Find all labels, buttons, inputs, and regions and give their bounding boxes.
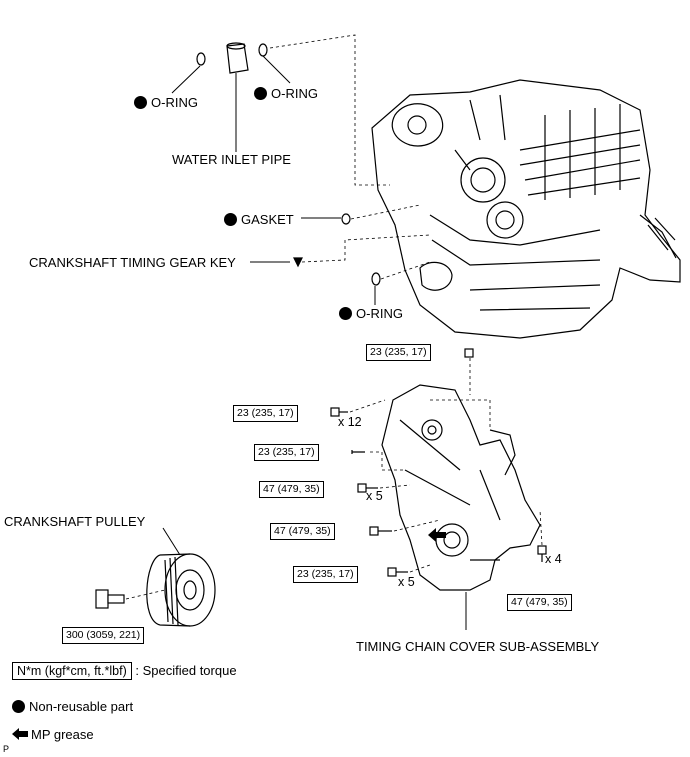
o-ring-label-lower: O-RING: [339, 306, 403, 321]
non-reusable-dot-icon: [134, 96, 147, 109]
torque-box: 23 (235, 17): [254, 444, 319, 461]
pulley-bolt-illustration: [95, 589, 125, 609]
non-reusable-dot-icon: [254, 87, 267, 100]
legend-non-reusable-text: Non-reusable part: [29, 699, 134, 714]
small-parts: [196, 42, 547, 577]
o-ring-text: O-RING: [271, 86, 318, 101]
legend-mp-grease-text: MP grease: [31, 727, 94, 742]
o-ring-label-right: O-RING: [254, 86, 318, 101]
gasket-label: GASKET: [224, 212, 294, 227]
torque-box: 23 (235, 17): [366, 344, 431, 361]
torque-box: 300 (3059, 221): [62, 627, 145, 644]
timing-chain-cover-label: TIMING CHAIN COVER SUB-ASSEMBLY: [356, 639, 600, 654]
quantity-label: x 5: [398, 575, 415, 589]
grease-arrow-marker: [428, 528, 446, 542]
crankshaft-timing-gear-key-label: CRANKSHAFT TIMING GEAR KEY: [29, 255, 236, 270]
pulley-illustration: [146, 553, 216, 627]
torque-box: 47 (479, 35): [259, 481, 324, 498]
legend-torque-text: : Specified torque: [135, 663, 237, 678]
leader-lines: [162, 55, 467, 630]
legend-torque: N*m (kgf*cm, ft.*lbf) : Specified torque: [12, 662, 237, 680]
crankshaft-pulley-label: CRANKSHAFT PULLEY: [4, 514, 146, 529]
torque-box: 23 (235, 17): [293, 566, 358, 583]
non-reusable-dot-icon: [339, 307, 352, 320]
torque-box: 23 (235, 17): [233, 405, 298, 422]
water-inlet-pipe-label: WATER INLET PIPE: [172, 152, 291, 167]
quantity-label: x 5: [366, 489, 383, 503]
o-ring-text: O-RING: [356, 306, 403, 321]
quantity-label: x 12: [338, 415, 362, 429]
o-ring-label-left: O-RING: [134, 95, 198, 110]
grease-arrow-icon: [12, 728, 28, 740]
o-ring-text: O-RING: [151, 95, 198, 110]
gasket-text: GASKET: [241, 212, 294, 227]
torque-box: 47 (479, 35): [270, 523, 335, 540]
dashed-alignment-lines: [125, 34, 543, 600]
torque-box: 47 (479, 35): [507, 594, 572, 611]
legend-mp-grease: MP grease: [12, 727, 94, 742]
non-reusable-dot-icon: [224, 213, 237, 226]
non-reusable-dot-icon: [12, 700, 25, 713]
footer-mark: P: [3, 744, 10, 754]
timing-chain-cover-illustration: [381, 384, 541, 591]
legend-non-reusable: Non-reusable part: [12, 699, 133, 714]
engine-illustration: [371, 79, 681, 339]
quantity-label: x 4: [545, 552, 562, 566]
legend-torque-unit: N*m (kgf*cm, ft.*lbf): [12, 662, 132, 680]
